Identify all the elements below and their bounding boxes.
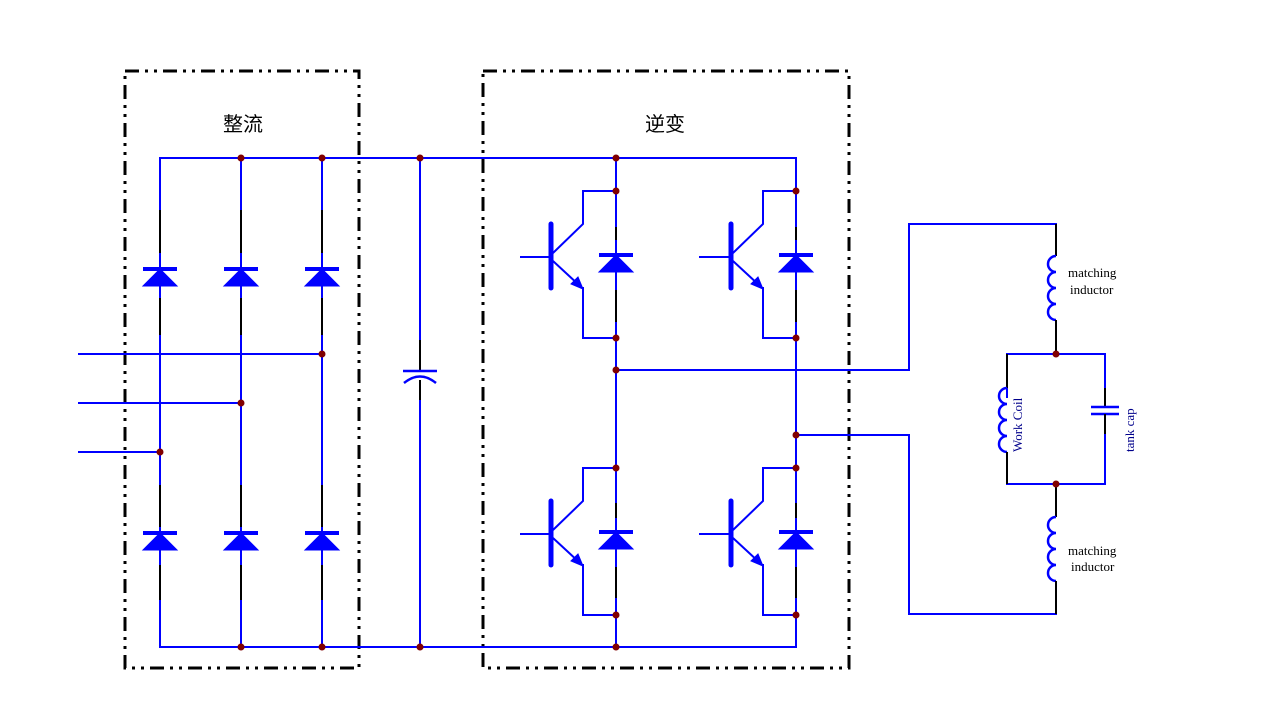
junction-node <box>792 187 800 195</box>
junction-node <box>612 464 620 472</box>
junction-node <box>416 643 424 651</box>
capacitor-curved-plate-icon <box>403 375 437 384</box>
inverter-block-label: 逆变 <box>645 112 685 136</box>
diode-icon <box>141 531 179 551</box>
igbt-q4 <box>699 467 815 616</box>
junction-node <box>612 334 620 342</box>
diode-icon <box>597 531 635 550</box>
junction-node <box>237 643 245 651</box>
inductor-coil-icon <box>1046 515 1057 583</box>
junction-node <box>1052 350 1060 358</box>
emitter-arrow-icon <box>750 553 764 567</box>
matching-inductor-bottom-label-1: matching <box>1068 543 1117 558</box>
work-coil <box>997 354 1008 484</box>
tank-top-wire <box>1006 353 1106 398</box>
dc-negative-bus <box>159 580 797 648</box>
junction-node <box>318 350 326 358</box>
inductor-coil-icon <box>997 386 1008 454</box>
junction-node <box>612 154 620 162</box>
rectifier-block-label: 整流 <box>223 112 263 136</box>
dc-link-capacitor <box>403 158 437 647</box>
junction-nodes <box>156 154 1060 651</box>
junction-node <box>416 154 424 162</box>
output-wire-b <box>796 434 1057 615</box>
rectifier-block-border <box>123 69 361 670</box>
junction-node <box>156 448 164 456</box>
emitter-arrow-icon <box>750 276 764 290</box>
work-coil-label: Work Coil <box>1010 397 1025 452</box>
inductor-coil-icon <box>1046 254 1057 322</box>
diode-icon <box>777 531 815 550</box>
tank-capacitor <box>1091 388 1119 434</box>
matching-inductor-top-label-2: inductor <box>1070 282 1114 297</box>
igbt-q3 <box>520 467 635 616</box>
junction-node <box>612 366 620 374</box>
diode-icon <box>303 267 341 287</box>
matching-inductor-top <box>1046 224 1057 353</box>
junction-node <box>237 154 245 162</box>
matching-inductor-top-label-1: matching <box>1068 265 1117 280</box>
diode-icon <box>141 267 179 287</box>
junction-node <box>792 431 800 439</box>
junction-node <box>318 154 326 162</box>
junction-node <box>612 611 620 619</box>
matching-inductor-bottom-label-2: inductor <box>1071 559 1115 574</box>
emitter-arrow-icon <box>570 553 584 567</box>
diode-icon <box>222 531 260 551</box>
dc-positive-bus <box>159 157 797 250</box>
diode-icon <box>222 267 260 287</box>
igbt-q2 <box>699 190 815 339</box>
igbt-q1 <box>520 190 635 339</box>
junction-node <box>792 334 800 342</box>
matching-inductor-bottom <box>1046 484 1057 614</box>
diode-icon <box>303 531 341 551</box>
diode-icon <box>597 254 635 273</box>
junction-node <box>1052 480 1060 488</box>
emitter-arrow-icon <box>570 276 584 290</box>
junction-node <box>237 399 245 407</box>
junction-node <box>612 643 620 651</box>
junction-node <box>792 611 800 619</box>
junction-node <box>318 643 326 651</box>
tank-cap-label: tank cap <box>1122 408 1137 452</box>
diode-icon <box>777 254 815 273</box>
junction-node <box>792 464 800 472</box>
output-wire-a <box>616 223 1057 371</box>
inverter-block-border <box>481 69 851 670</box>
junction-node <box>612 187 620 195</box>
